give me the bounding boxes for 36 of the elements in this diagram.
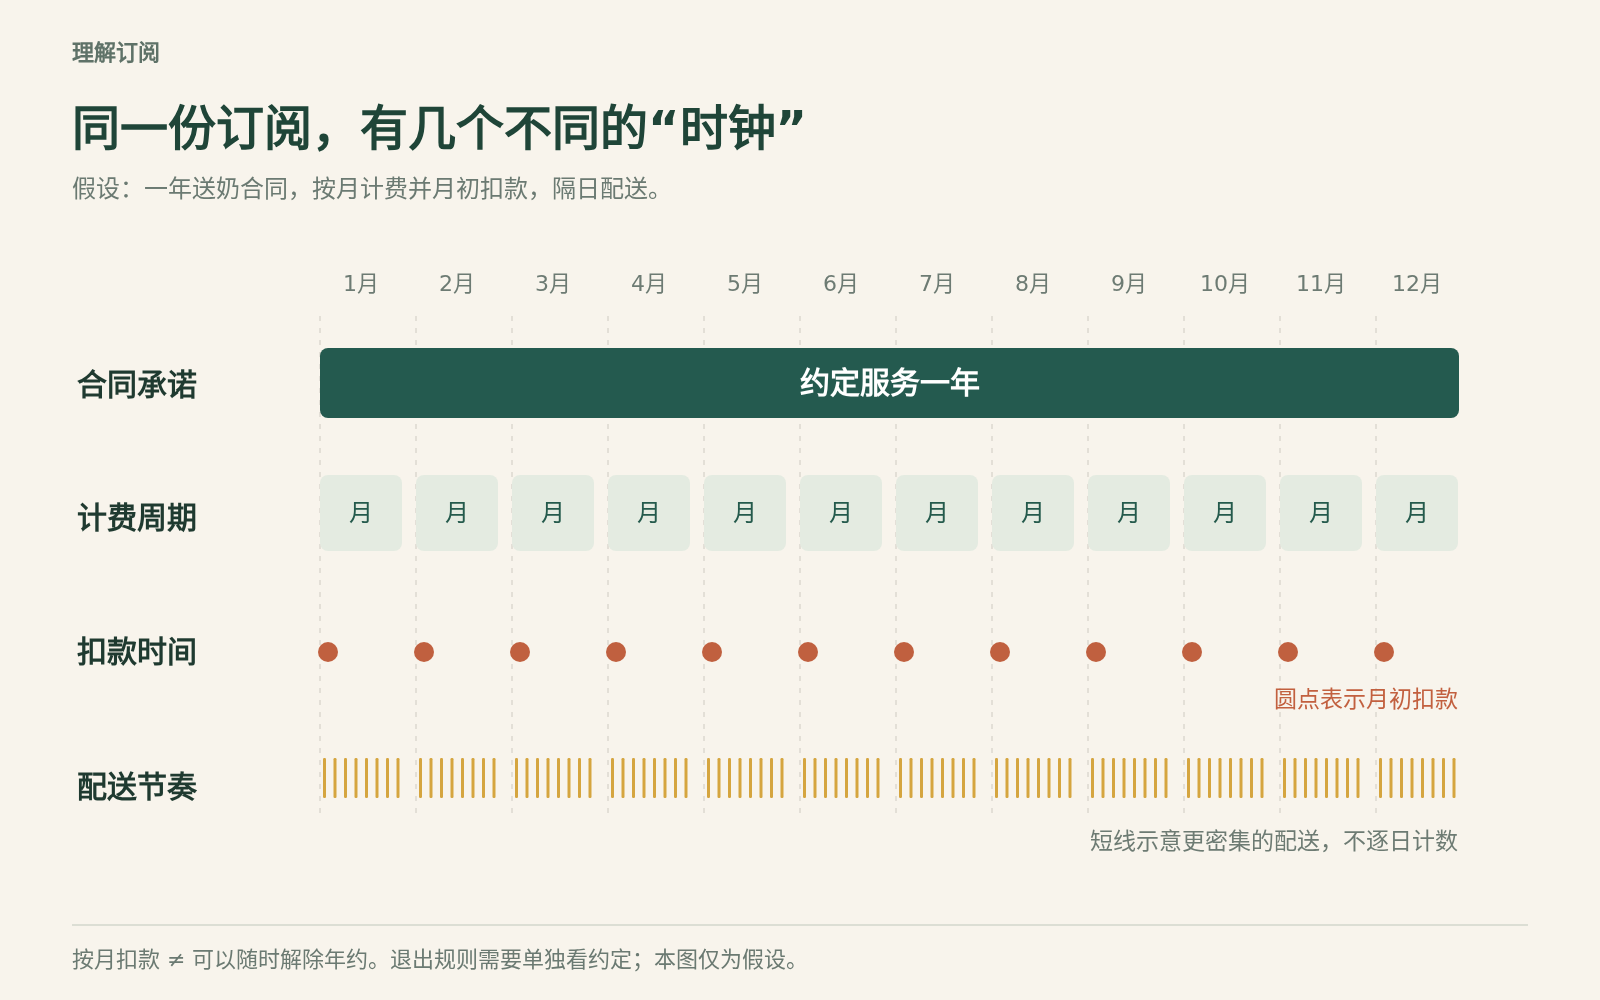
footnote: 按月扣款 ≠ 可以随时解除年约。退出规则需要单独看约定；本图仅为假设。 [72, 947, 809, 974]
period-text: 月 [1309, 498, 1333, 528]
month-label: 10月 [1199, 271, 1251, 298]
row-label: 计费周期 [77, 500, 197, 536]
month-label: 7月 [918, 271, 956, 298]
row-label: 配送节奏 [77, 769, 197, 805]
month-label: 6月 [822, 271, 860, 298]
month-label: 1月 [342, 271, 380, 298]
period-text: 月 [541, 498, 565, 528]
month-label: 4月 [630, 271, 668, 298]
period-text: 月 [1117, 498, 1141, 528]
note-text: 圆点表示月初扣款 [1273, 686, 1458, 714]
subtitle: 假设：一年送奶合同，按月计费并月初扣款，隔日配送。 [72, 175, 672, 204]
month-label: 2月 [438, 271, 476, 298]
period-text: 月 [349, 498, 373, 528]
period-text: 月 [829, 498, 853, 528]
period-text: 月 [1213, 498, 1237, 528]
bar-text: 约定服务一年 [799, 365, 980, 401]
period-text: 月 [1021, 498, 1045, 528]
contract-bar [320, 348, 1459, 418]
month-label: 8月 [1014, 271, 1052, 298]
month-label: 9月 [1110, 271, 1148, 298]
row-label: 合同承诺 [77, 367, 197, 403]
row-label: 扣款时间 [77, 634, 197, 670]
month-label: 5月 [726, 271, 764, 298]
period-text: 月 [637, 498, 661, 528]
period-text: 月 [733, 498, 757, 528]
period-text: 月 [1405, 498, 1429, 528]
period-text: 月 [925, 498, 949, 528]
note-text: 短线示意更密集的配送，不逐日计数 [1089, 828, 1458, 856]
title: 同一份订阅，有几个不同的“时钟” [72, 100, 808, 158]
period-text: 月 [445, 498, 469, 528]
month-label: 12月 [1391, 271, 1443, 298]
month-label: 3月 [534, 271, 572, 298]
month-label: 11月 [1295, 271, 1347, 298]
kicker-text: 理解订阅 [72, 40, 160, 67]
